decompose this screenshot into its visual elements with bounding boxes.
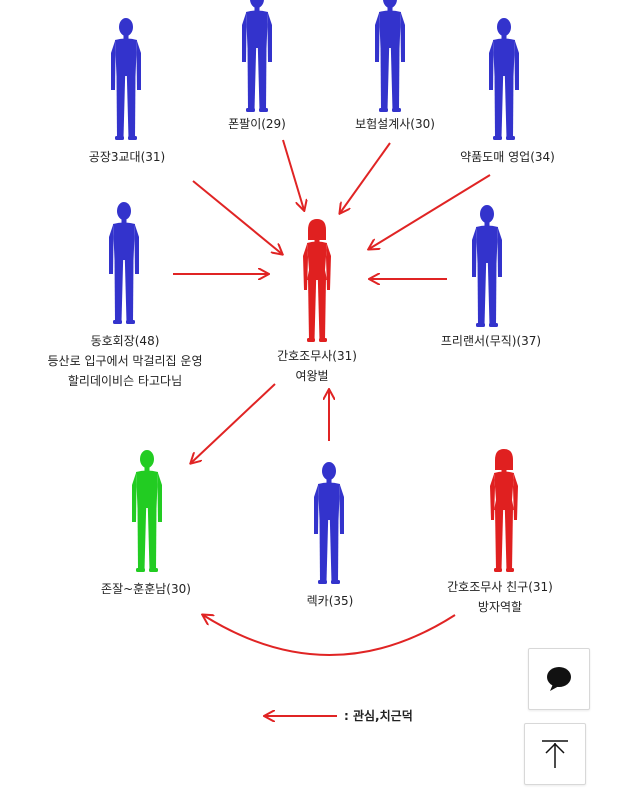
figure-rekka [314, 462, 344, 584]
arrow-phone-to-nurse [282, 139, 304, 210]
arrow-friend-to-handsome [203, 615, 456, 656]
label-factory: 공장3교대(31) [88, 150, 166, 164]
scroll-top-icon [542, 740, 568, 768]
figure-club [109, 202, 139, 324]
label-freelancer: 프리랜서(무직)(37) [440, 334, 542, 348]
person-icon [303, 219, 331, 342]
arrows [173, 139, 491, 716]
person-icon [375, 0, 405, 112]
label-friend-1: 간호조무사 친구(31) [447, 580, 553, 594]
person-icon [490, 449, 518, 572]
figure-nurse [303, 219, 331, 342]
speech-bubble-icon [547, 667, 571, 691]
comment-button[interactable] [528, 648, 590, 710]
label-insurance: 보험설계사(30) [355, 117, 435, 131]
label-nurse-2: 여왕벌 [295, 369, 329, 383]
label-rekka: 렉카(35) [306, 594, 354, 608]
arrow-insurance-to-nurse [340, 142, 391, 213]
label-club-1: 동호회장(48) [90, 334, 160, 348]
label-friend-2: 방자역할 [477, 600, 523, 614]
label-handsome: 존잘~훈훈남(30) [101, 582, 191, 596]
arrow-nurse-to-handsome [191, 383, 276, 463]
figure-freelancer [472, 205, 502, 327]
person-icon [489, 18, 519, 140]
figure-factory [111, 18, 141, 140]
figure-friend [490, 449, 518, 572]
scroll-top-button[interactable] [524, 723, 586, 785]
arrow-pharma-to-nurse [369, 174, 491, 249]
person-icon [132, 450, 162, 572]
person-icon [242, 0, 272, 112]
figure-insurance [375, 0, 405, 112]
figure-phone [242, 0, 272, 112]
person-icon [314, 462, 344, 584]
label-nurse-1: 간호조무사(31) [277, 349, 357, 363]
legend-label: : 관심,치근덕 [344, 709, 413, 723]
label-pharma: 약품도매 영업(34) [460, 150, 555, 164]
person-icon [111, 18, 141, 140]
label-club-2: 등산로 입구에서 막걸리집 운영 [47, 354, 203, 368]
label-phone: 폰팔이(29) [228, 117, 286, 131]
person-icon [109, 202, 139, 324]
arrow-factory-to-nurse [192, 180, 282, 254]
person-icon [472, 205, 502, 327]
figure-handsome [132, 450, 162, 572]
label-club-3: 할리데이비슨 타고다님 [67, 374, 183, 388]
figure-pharma [489, 18, 519, 140]
